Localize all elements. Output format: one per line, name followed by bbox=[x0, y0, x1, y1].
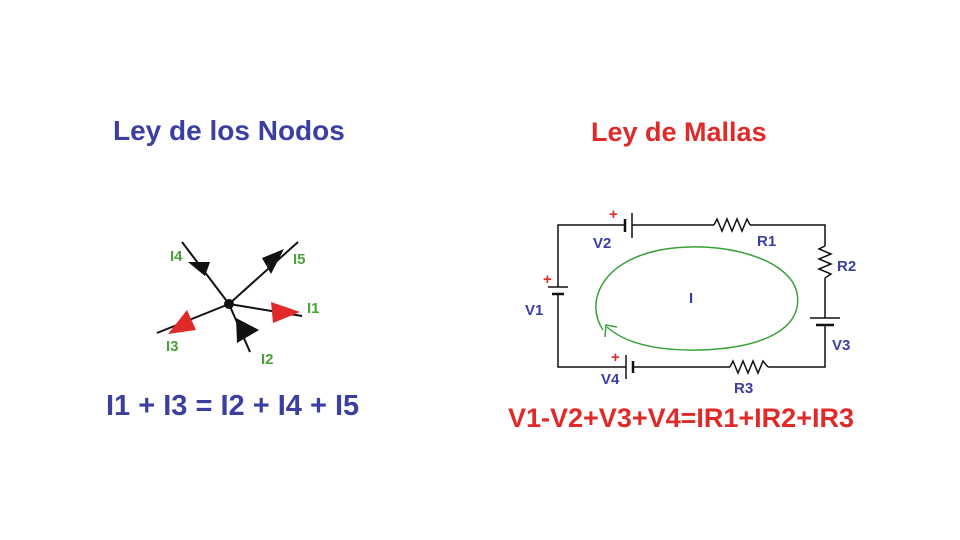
label-i1: I1 bbox=[307, 300, 320, 317]
plus-sign-v2: + bbox=[609, 206, 618, 223]
loop-current-arrow-icon bbox=[595, 246, 799, 351]
nodes-law-equation: I1 + I3 = I2 + I4 + I5 bbox=[106, 390, 360, 422]
plus-sign-v1: + bbox=[543, 271, 552, 288]
label-loop-current: I bbox=[689, 290, 693, 307]
branch-i5-wire bbox=[228, 241, 299, 305]
mesh-circuit bbox=[548, 213, 840, 379]
arrow-i4-icon bbox=[188, 262, 210, 276]
label-v4: V4 bbox=[601, 371, 620, 388]
resistor-r2 bbox=[817, 245, 833, 279]
label-r3: R3 bbox=[734, 380, 753, 397]
mesh-law-equation: V1-V2+V3+V4=IR1+IR2+IR3 bbox=[508, 403, 854, 433]
circuit-labels: + V2 R1 R2 + V1 I V3 + V4 R3 bbox=[525, 206, 856, 397]
arrow-i1-icon bbox=[271, 302, 300, 323]
resistor-r3 bbox=[729, 359, 769, 375]
plus-sign-v4: + bbox=[611, 349, 620, 366]
resistor-r1 bbox=[713, 217, 751, 233]
label-v2: V2 bbox=[593, 235, 611, 252]
node-diagram: I4 I5 I1 I3 I2 bbox=[156, 241, 320, 368]
arrow-i5-icon bbox=[262, 249, 284, 274]
wire-left-top bbox=[557, 224, 625, 287]
label-v3: V3 bbox=[832, 337, 850, 354]
node-junction bbox=[224, 299, 234, 309]
wire-left-bottom bbox=[557, 294, 626, 368]
nodes-law-title: Ley de los Nodos bbox=[113, 115, 345, 146]
label-r2: R2 bbox=[837, 258, 856, 275]
label-i5: I5 bbox=[293, 251, 306, 268]
mesh-law-title: Ley de Mallas bbox=[591, 117, 767, 147]
wire-right-bottom bbox=[768, 325, 826, 368]
label-i4: I4 bbox=[170, 248, 183, 265]
arrow-i3-icon bbox=[168, 310, 196, 334]
label-i2: I2 bbox=[261, 351, 274, 368]
arrow-i2-icon bbox=[236, 318, 259, 343]
label-v1: V1 bbox=[525, 302, 543, 319]
label-r1: R1 bbox=[757, 233, 776, 250]
branch-i3-wire bbox=[156, 303, 230, 334]
wire-top-right bbox=[750, 224, 826, 246]
label-i3: I3 bbox=[166, 338, 179, 355]
